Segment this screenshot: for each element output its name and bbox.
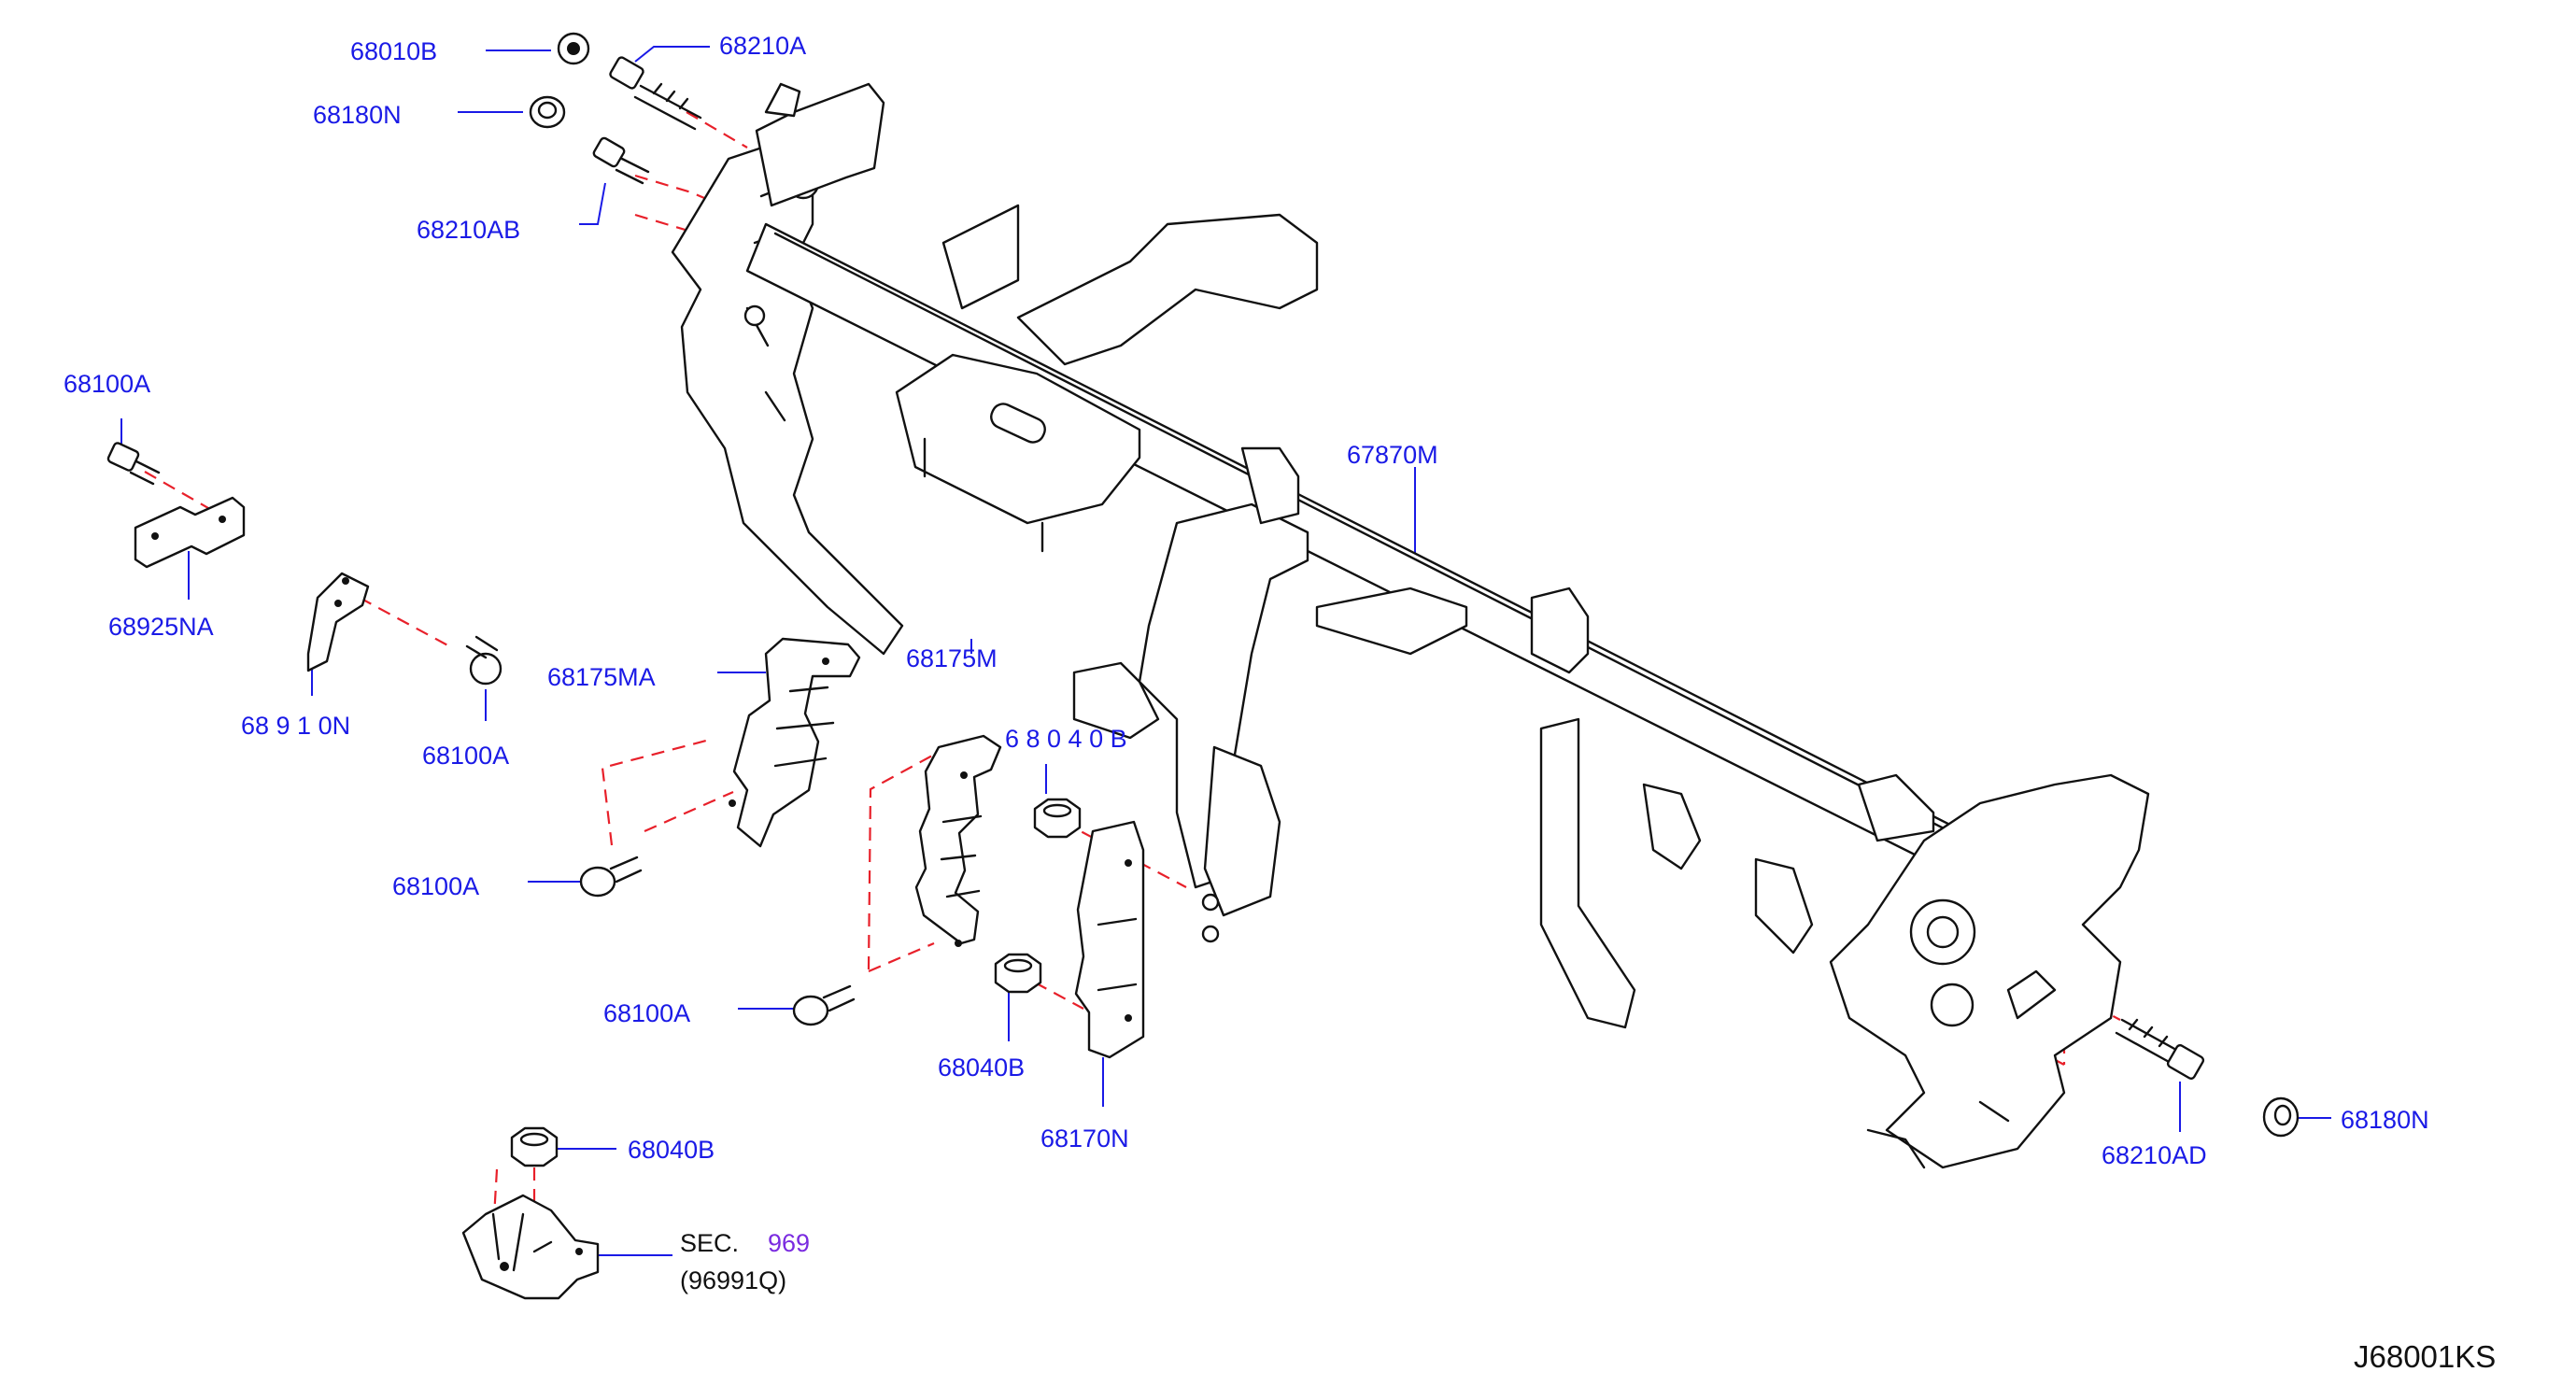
- bracket-68175m-icon: [914, 734, 1002, 947]
- label-68910n[interactable]: 68 9 1 0N: [241, 712, 350, 740]
- label-68170n[interactable]: 68170N: [1040, 1124, 1129, 1153]
- label-68100a-4[interactable]: 68100A: [603, 999, 690, 1027]
- bracket-68925na-icon: [134, 496, 246, 569]
- label-68175m[interactable]: 68175M: [906, 644, 998, 672]
- instrument-panel-beam-67870m-icon: [671, 82, 2150, 1169]
- label-68040b-mid[interactable]: 68040B: [938, 1054, 1025, 1082]
- label-68100a-3[interactable]: 68100A: [392, 872, 479, 900]
- bolt-68210ad-icon: [2115, 1018, 2205, 1080]
- diagram-code: J68001KS: [2354, 1339, 2496, 1374]
- bracket-68170n-icon: [1074, 820, 1145, 1059]
- label-68010b[interactable]: 68010B: [350, 37, 437, 65]
- link-sec-969[interactable]: 969: [768, 1229, 810, 1257]
- label-68180n-right[interactable]: 68180N: [2341, 1106, 2429, 1134]
- label-68100a-1[interactable]: 68100A: [64, 370, 150, 398]
- label-sec-prefix: SEC.: [680, 1229, 739, 1257]
- label-68100a-2[interactable]: 68100A: [422, 742, 509, 770]
- nut-68040b-upper-icon: [1033, 798, 1082, 839]
- label-68925na[interactable]: 68925NA: [108, 613, 214, 641]
- bolt-68210a-icon: [609, 56, 702, 131]
- bracket-sec-969-icon: [461, 1194, 600, 1300]
- bracket-68175ma-icon: [729, 637, 861, 848]
- nut-68040b-bottom-icon: [510, 1126, 559, 1167]
- nut-68040b-mid-icon: [994, 953, 1042, 994]
- label-68040b-bottom[interactable]: 68040B: [628, 1136, 715, 1164]
- bolt-68100a-1-icon: [106, 442, 161, 486]
- label-68180n-top[interactable]: 68180N: [313, 101, 402, 129]
- bolt-68210ab-icon: [592, 136, 650, 185]
- bolt-68100a-4-icon: [792, 984, 856, 1026]
- bolt-68100a-3-icon: [579, 856, 643, 898]
- clip-68180n-right-icon: [2262, 1096, 2300, 1138]
- label-68175ma[interactable]: 68175MA: [547, 663, 656, 691]
- label-sec-part: (96991Q): [680, 1266, 786, 1294]
- part-labels: 68010B 68210A 68180N 68210AB 68100A 6892…: [64, 32, 2496, 1374]
- bracket-68910n-icon: [306, 572, 370, 672]
- label-68210a[interactable]: 68210A: [719, 32, 806, 60]
- label-68210ab[interactable]: 68210AB: [417, 216, 520, 244]
- label-68210ad[interactable]: 68210AD: [2102, 1141, 2207, 1169]
- clip-68180n-icon: [529, 95, 566, 129]
- nut-68010b-icon: [557, 32, 590, 65]
- label-68040b-partial[interactable]: 6 8 0 4 0 B: [1005, 725, 1127, 753]
- bolt-68100a-2-icon: [465, 635, 502, 686]
- label-67870m[interactable]: 67870M: [1347, 441, 1438, 469]
